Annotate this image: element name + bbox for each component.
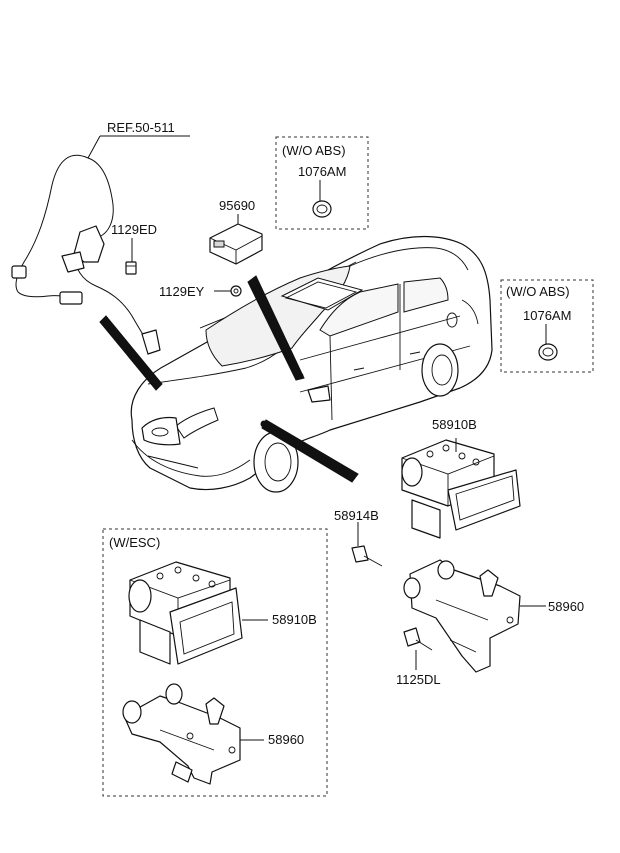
label-58914b: 58914B <box>334 508 379 523</box>
label-58960-main: 58960 <box>548 599 584 614</box>
hydraulic-unit-icon <box>128 561 243 665</box>
mounting-bracket-icon <box>403 559 521 673</box>
wo-abs-box-1 <box>275 136 369 230</box>
wo-abs-box1-part: 1076AM <box>298 164 346 179</box>
label-1125dl: 1125DL <box>396 672 441 687</box>
wo-abs-box1-title: (W/O ABS) <box>282 143 346 158</box>
hydraulic-unit-icon <box>401 439 521 539</box>
ref-label: REF.50-511 <box>107 120 175 135</box>
ref-leader <box>87 135 101 159</box>
esc-box-title: (W/ESC) <box>109 535 160 550</box>
airbag-control-module-icon <box>209 223 263 265</box>
label-95690: 95690 <box>219 198 255 213</box>
pointer-airbag <box>247 275 305 381</box>
pointer-hecu-dot <box>260 420 268 428</box>
bolt-icon <box>403 627 433 651</box>
wheel-speed-sensor-icon <box>11 154 161 355</box>
label-58960-esc: 58960 <box>268 732 304 747</box>
label-58910b-main: 58910B <box>432 417 477 432</box>
label-58910b-esc: 58910B <box>272 612 317 627</box>
wo-abs-box-2 <box>500 279 594 373</box>
pointer-airbag-dot <box>296 372 304 380</box>
car-sedan-icon <box>130 235 493 493</box>
label-1129ed: 1129ED <box>111 222 157 237</box>
label-1129ey: 1129EY <box>159 284 205 299</box>
w-esc-box <box>102 528 328 797</box>
wo-abs-box2-part: 1076AM <box>523 308 571 323</box>
bolt-icon <box>125 261 137 275</box>
pointer-sensor <box>99 315 163 391</box>
nut-icon <box>230 285 242 297</box>
grommet-icon <box>538 343 558 361</box>
mounting-bracket-icon <box>122 683 241 785</box>
bolt-icon <box>351 545 383 567</box>
wo-abs-box2-title: (W/O ABS) <box>506 284 570 299</box>
grommet-icon <box>312 200 332 218</box>
